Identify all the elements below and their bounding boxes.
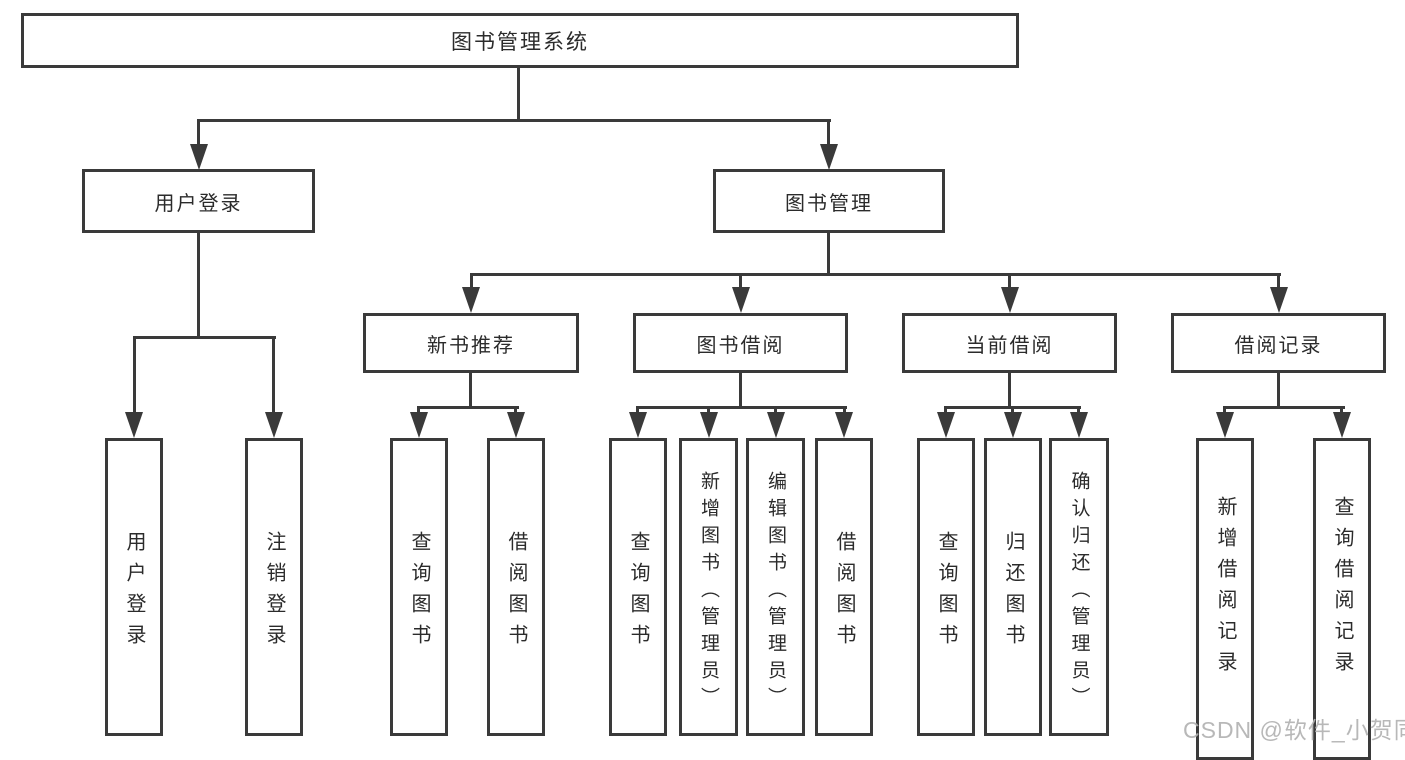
connector-user-login-stem <box>197 233 200 336</box>
leaf-add-books-admin: 新增图书（管理员） <box>679 438 738 736</box>
leaf-edit-books-admin: 编辑图书（管理员） <box>746 438 805 736</box>
connector-stem-level3 <box>470 273 473 289</box>
arrowhead-down-icon <box>629 412 647 438</box>
leaf-logout: 注销登录 <box>245 438 303 736</box>
connector-bookborrow-hbar <box>637 406 847 409</box>
connector-newbook-stem <box>469 373 472 406</box>
node-current-borrow: 当前借阅 <box>902 313 1117 373</box>
arrowhead-down-icon <box>462 287 480 313</box>
arrowhead-down-icon <box>190 144 208 170</box>
connector-stem-leaf <box>1011 406 1014 415</box>
leaf-confirm-return-admin-label: 确认归还（管理员） <box>1068 471 1090 714</box>
leaf-query-borrow-record: 查询借阅记录 <box>1313 438 1371 760</box>
connector-stem-leaf <box>1340 406 1343 415</box>
connector-stem-leaf <box>133 336 136 415</box>
connector-root-stem <box>517 68 520 119</box>
leaf-user-login: 用户登录 <box>105 438 163 736</box>
leaf-query-books-1-label: 查询图书 <box>408 530 430 655</box>
arrowhead-down-icon <box>1001 287 1019 313</box>
connector-stem-leaf <box>272 336 275 415</box>
leaf-confirm-return-admin: 确认归还（管理员） <box>1049 438 1109 736</box>
leaf-borrow-books-2: 借阅图书 <box>815 438 873 736</box>
leaf-query-borrow-record-label: 查询借阅记录 <box>1331 496 1353 682</box>
connector-stem-book-management <box>827 119 830 147</box>
leaf-borrow-books-1: 借阅图书 <box>487 438 545 736</box>
node-user-login-label: 用户登录 <box>154 192 243 215</box>
connector-stem-leaf <box>1077 406 1080 415</box>
leaf-borrow-books-2-label: 借阅图书 <box>833 530 855 655</box>
node-current-borrow-label: 当前借阅 <box>965 334 1054 357</box>
node-book-management-label: 图书管理 <box>785 192 873 215</box>
connector-root-hbar <box>197 119 831 122</box>
leaf-return-books-label: 归还图书 <box>1002 530 1024 655</box>
arrowhead-down-icon <box>265 412 283 438</box>
leaf-logout-label: 注销登录 <box>263 530 285 655</box>
leaf-query-books-1: 查询图书 <box>390 438 448 736</box>
csdn-watermark: CSDN @软件_小贺同学 <box>1183 717 1405 743</box>
node-book-borrow-label: 图书借阅 <box>696 334 785 357</box>
connector-stem-leaf <box>774 406 777 415</box>
node-user-login: 用户登录 <box>82 169 315 233</box>
leaf-user-login-label: 用户登录 <box>123 530 145 655</box>
arrowhead-down-icon <box>1270 287 1288 313</box>
arrowhead-down-icon <box>700 412 718 438</box>
node-book-borrow: 图书借阅 <box>633 313 848 373</box>
arrowhead-down-icon <box>732 287 750 313</box>
connector-stem-level3 <box>1277 273 1280 289</box>
connector-stem-level3 <box>739 273 742 289</box>
leaf-query-books-3: 查询图书 <box>917 438 975 736</box>
arrowhead-down-icon <box>767 412 785 438</box>
connector-stem-leaf <box>514 406 517 415</box>
leaf-return-books: 归还图书 <box>984 438 1042 736</box>
connector-currentborrow-stem <box>1008 373 1011 406</box>
connector-borrowrecord-hbar <box>1224 406 1345 409</box>
arrowhead-down-icon <box>835 412 853 438</box>
arrowhead-down-icon <box>507 412 525 438</box>
leaf-query-books-3-label: 查询图书 <box>935 530 957 655</box>
node-root-library-system: 图书管理系统 <box>21 13 1019 68</box>
leaf-edit-books-admin-label: 编辑图书（管理员） <box>765 471 786 714</box>
connector-stem-leaf <box>417 406 420 415</box>
leaf-add-borrow-record-label: 新增借阅记录 <box>1214 496 1236 682</box>
node-borrow-record-label: 借阅记录 <box>1234 334 1323 357</box>
arrowhead-down-icon <box>1070 412 1088 438</box>
leaf-add-borrow-record: 新增借阅记录 <box>1196 438 1254 760</box>
leaf-query-books-2-label: 查询图书 <box>627 530 649 655</box>
node-book-management: 图书管理 <box>713 169 945 233</box>
connector-stem-leaf <box>1223 406 1226 415</box>
arrowhead-down-icon <box>937 412 955 438</box>
arrowhead-down-icon <box>820 144 838 170</box>
arrowhead-down-icon <box>1333 412 1351 438</box>
node-new-book-recommend: 新书推荐 <box>363 313 579 373</box>
leaf-borrow-books-1-label: 借阅图书 <box>505 530 527 655</box>
connector-stem-user-login <box>197 119 200 147</box>
connector-stem-leaf <box>636 406 639 415</box>
node-borrow-record: 借阅记录 <box>1171 313 1386 373</box>
connector-stem-leaf <box>944 406 947 415</box>
connector-bookborrow-stem <box>739 373 742 406</box>
node-root-label: 图书管理系统 <box>451 30 589 54</box>
leaf-add-books-admin-label: 新增图书（管理员） <box>698 471 719 714</box>
arrowhead-down-icon <box>1216 412 1234 438</box>
connector-book-mgmt-stem <box>827 233 830 273</box>
node-new-book-recommend-label: 新书推荐 <box>427 334 515 357</box>
connector-stem-leaf <box>843 406 846 415</box>
arrowhead-down-icon <box>410 412 428 438</box>
arrowhead-down-icon <box>125 412 143 438</box>
leaf-query-books-2: 查询图书 <box>609 438 667 736</box>
arrowhead-down-icon <box>1004 412 1022 438</box>
connector-newbook-hbar <box>418 406 519 409</box>
connector-stem-leaf <box>707 406 710 415</box>
connector-user-login-hbar <box>133 336 276 339</box>
connector-book-mgmt-hbar <box>470 273 1281 276</box>
connector-stem-level3 <box>1008 273 1011 289</box>
connector-borrowrecord-stem <box>1277 373 1280 406</box>
